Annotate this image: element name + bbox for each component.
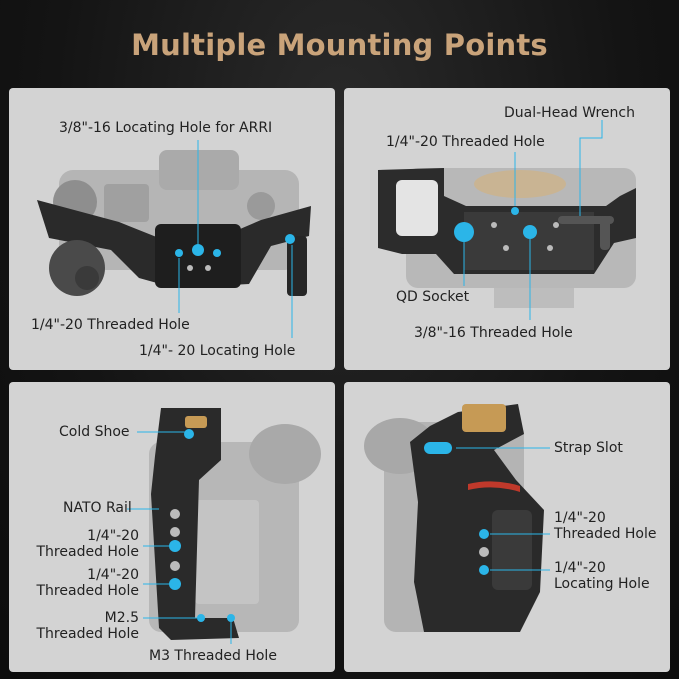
page-title: Multiple Mounting Points: [131, 28, 548, 62]
camera-cage-top-illustration: [37, 140, 311, 338]
camera-grip-illustration: [364, 404, 550, 632]
panel-grip-view: Strap Slot 1/4"-20 Threaded Hole 1/4"-20…: [344, 382, 670, 672]
label-nato-rail: NATO Rail: [63, 500, 132, 516]
label-threaded-38: 3/8"-16 Threaded Hole: [414, 325, 573, 341]
label-arri-hole: 3/8"-16 Locating Hole for ARRI: [59, 120, 273, 136]
label-threaded-hole-1: 1/4"-20 Threaded Hole: [36, 528, 140, 561]
panel-side-view: Cold Shoe NATO Rail 1/4"-20 Threaded Hol…: [9, 382, 335, 672]
label-m3-hole: M3 Threaded Hole: [149, 648, 277, 664]
label-threaded-hole: 1/4"-20 Threaded Hole: [31, 317, 190, 333]
label-locating-hole: 1/4"-20 Locating Hole: [554, 560, 650, 593]
camera-cage-bottom-illustration: [378, 120, 636, 320]
label-m25-hole: M2.5 Threaded Hole: [36, 610, 140, 643]
label-wrench: Dual-Head Wrench: [504, 105, 635, 121]
label-locating-hole: 1/4"- 20 Locating Hole: [139, 343, 296, 359]
label-cold-shoe: Cold Shoe: [59, 424, 130, 440]
panel-bottom-view: Dual-Head Wrench 1/4"-20 Threaded Hole Q…: [344, 88, 670, 370]
camera-cage-side-illustration: [127, 408, 321, 644]
label-threaded-hole: 1/4"-20 Threaded Hole: [386, 134, 545, 150]
label-qd-socket: QD Socket: [396, 289, 470, 305]
label-strap-slot: Strap Slot: [554, 440, 623, 456]
label-threaded-hole: 1/4"-20 Threaded Hole: [554, 510, 657, 543]
panel-top-view: 3/8"-16 Locating Hole for ARRI 1/4"-20 T…: [9, 88, 335, 370]
label-threaded-hole-2: 1/4"-20 Threaded Hole: [36, 567, 140, 600]
